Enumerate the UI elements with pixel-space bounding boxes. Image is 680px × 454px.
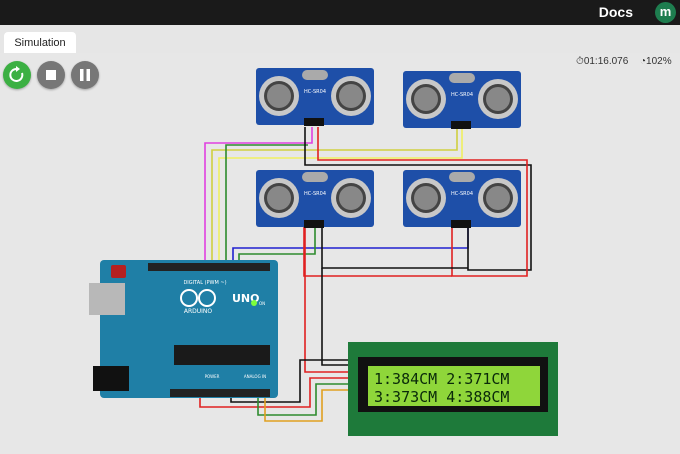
speed-value: 102% xyxy=(646,56,672,67)
ultrasonic-sensor-4[interactable]: HC-SR04 xyxy=(403,170,521,228)
pause-button[interactable] xyxy=(71,61,99,89)
user-avatar[interactable]: m xyxy=(655,2,676,23)
digital-label: DIGITAL (PWM ~) xyxy=(183,280,226,286)
reset-button[interactable] xyxy=(111,265,126,278)
svg-text:ON: ON xyxy=(259,301,265,306)
brand-label: ARDUINO xyxy=(184,308,213,315)
svg-text:POWER: POWER xyxy=(205,374,220,379)
elapsed-time-value: 01:16.076 xyxy=(583,56,629,67)
elapsed-time: ⏱01:16.076 xyxy=(576,56,628,67)
arduino-logo-icon xyxy=(180,289,198,307)
svg-text:ANALOG IN: ANALOG IN xyxy=(244,374,266,379)
lcd-line-2: 3:373CM 4:388CM xyxy=(374,388,509,406)
microcontroller-chip xyxy=(174,345,270,365)
sensor-label: HC-SR04 xyxy=(451,191,473,197)
restart-icon xyxy=(9,66,24,82)
tab-bar xyxy=(0,25,680,53)
ultrasonic-sensor-2[interactable]: HC-SR04 xyxy=(403,71,521,129)
analog-header xyxy=(170,389,270,397)
usb-port xyxy=(89,283,125,315)
lcd-line-1: 1:384CM 2:371CM xyxy=(374,370,509,388)
lcd-display[interactable]: 1:384CM 2:371CM 3:373CM 4:388CM xyxy=(348,342,558,436)
power-jack xyxy=(93,366,129,391)
pause-icon xyxy=(80,69,90,81)
stop-icon xyxy=(46,70,56,80)
arduino-uno-board[interactable]: DIGITAL (PWM ~) UNO ARDUINO ON POWER ANA… xyxy=(89,260,278,398)
restart-button[interactable] xyxy=(3,61,31,89)
tab-simulation[interactable]: Simulation xyxy=(4,32,76,54)
speedometer-icon: ◔ xyxy=(640,56,647,67)
top-bar: Docs m xyxy=(0,0,680,25)
ultrasonic-sensor-3[interactable]: HC-SR04 xyxy=(256,170,374,228)
circuit-canvas: HC-SR04 HC-SR04 HC-SR04 HC-SR04 DIGITAL … xyxy=(89,68,558,436)
digital-header xyxy=(148,263,270,271)
power-led xyxy=(251,300,257,306)
sensor-label: HC-SR04 xyxy=(304,89,326,95)
docs-link[interactable]: Docs xyxy=(598,4,633,20)
ultrasonic-sensor-1[interactable]: HC-SR04 xyxy=(256,68,374,126)
stop-button[interactable] xyxy=(37,61,65,89)
simulation-speed: ◔102% xyxy=(640,56,672,67)
wires xyxy=(199,127,532,422)
stopwatch-icon: ⏱ xyxy=(576,56,584,67)
sensor-label: HC-SR04 xyxy=(451,92,473,98)
sensor-label: HC-SR04 xyxy=(304,191,326,197)
